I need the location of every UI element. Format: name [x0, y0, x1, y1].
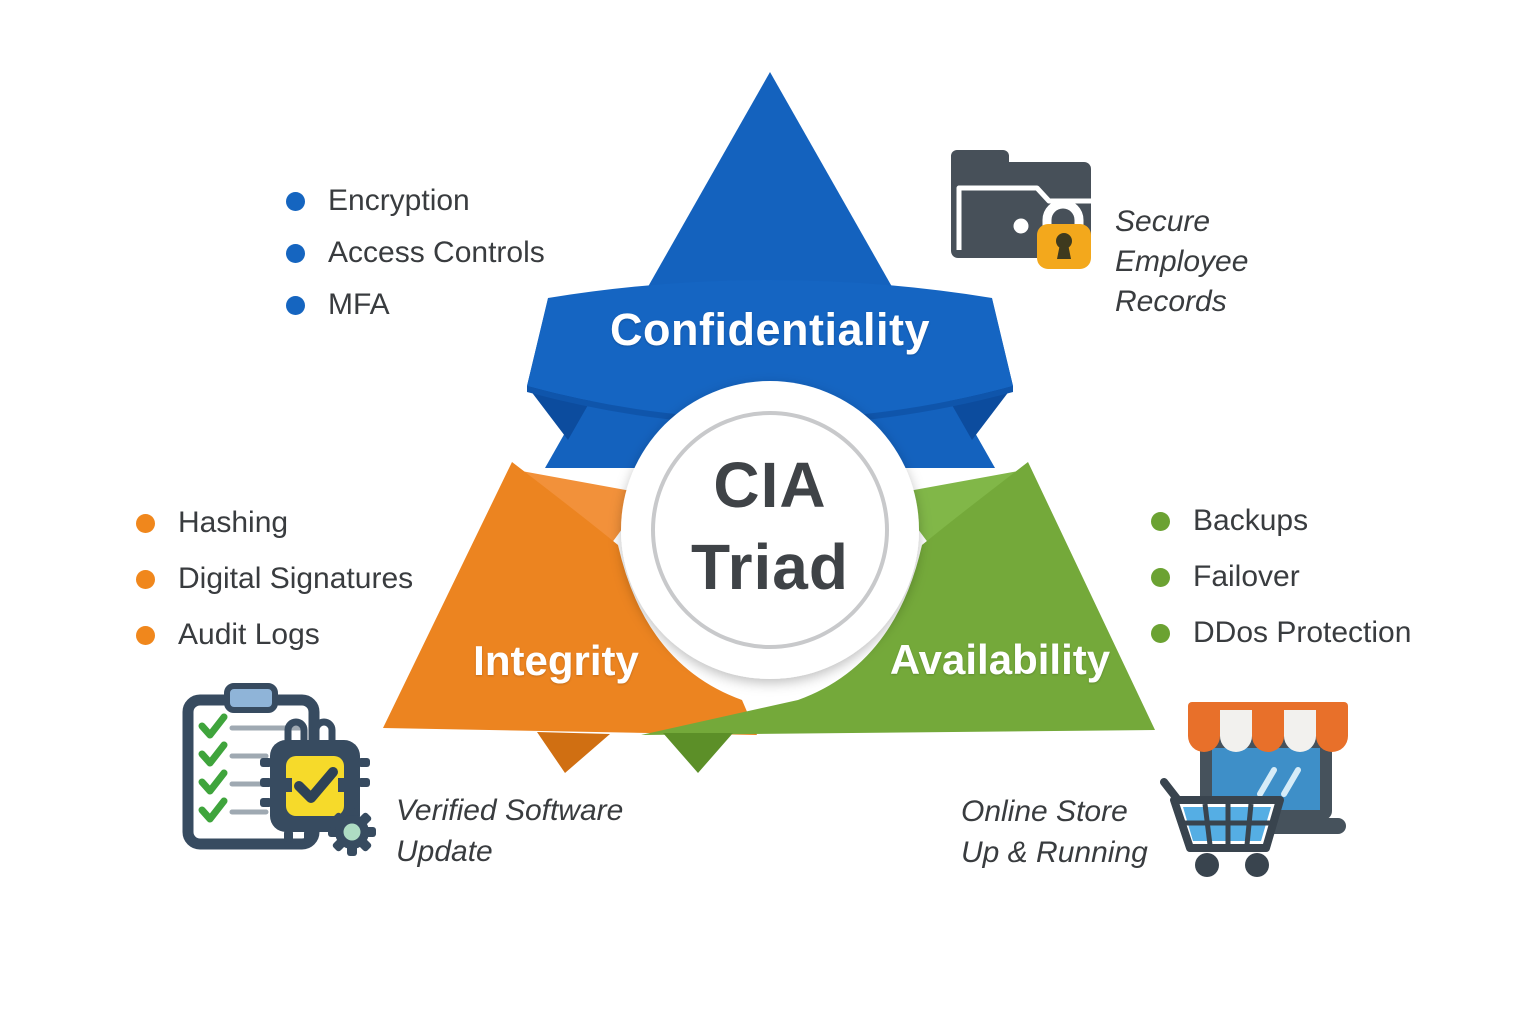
center-title-line1: CIA	[713, 449, 827, 522]
availability-list: Backups Failover DDos Protection	[1151, 493, 1411, 661]
label-integrity: Integrity	[473, 637, 639, 684]
bullet-icon	[136, 569, 155, 589]
folder-lock-icon	[951, 150, 1091, 269]
list-item: Hashing	[136, 495, 413, 551]
bullet-icon	[136, 513, 155, 533]
caption-line: Employee	[1115, 245, 1249, 278]
list-item: MFA	[286, 279, 545, 331]
caption-line: Records	[1115, 285, 1227, 318]
gear-icon	[328, 808, 376, 856]
chip-icon	[260, 718, 370, 842]
center-title-line2: Triad	[691, 531, 849, 603]
clipboard-chip-check-icon	[182, 683, 376, 856]
list-item: Audit Logs	[136, 607, 413, 663]
availability-shape	[641, 462, 1155, 773]
caption-secure-employee-records: Secure Employee Records	[1115, 202, 1248, 322]
caption-line: Verified Software	[396, 794, 624, 827]
list-item: Access Controls	[286, 227, 545, 279]
integrity-list: Hashing Digital Signatures Audit Logs	[136, 495, 413, 663]
bullet-icon	[1151, 623, 1170, 643]
lock-icon	[1037, 199, 1091, 269]
bullet-icon	[136, 625, 155, 645]
bullet-icon	[286, 191, 305, 211]
caption-line: Up & Running	[961, 836, 1148, 869]
center-title: CIA Triad	[691, 445, 849, 609]
confidentiality-ribbon	[527, 280, 1013, 440]
caption-online-store-up-running: Online Store Up & Running	[961, 791, 1148, 873]
list-item: Encryption	[286, 175, 545, 227]
bullet-icon	[286, 295, 305, 315]
awning-icon	[1188, 702, 1348, 752]
list-item: Failover	[1151, 549, 1411, 605]
list-item: DDos Protection	[1151, 605, 1411, 661]
shopping-cart-icon	[1160, 778, 1284, 877]
online-store-cart-icon	[1160, 702, 1348, 877]
caption-line: Secure	[1115, 205, 1211, 238]
caption-verified-software-update: Verified Software Update	[396, 790, 623, 872]
center-circle	[621, 381, 919, 679]
bullet-icon	[1151, 567, 1170, 587]
bullet-icon	[1151, 511, 1170, 531]
bullet-icon	[286, 243, 305, 263]
caption-line: Online Store	[961, 795, 1128, 828]
caption-line: Update	[396, 835, 493, 868]
list-item: Backups	[1151, 493, 1411, 549]
label-availability: Availability	[889, 636, 1111, 683]
integrity-shape	[383, 462, 757, 773]
label-confidentiality: Confidentiality	[610, 304, 930, 355]
list-item: Digital Signatures	[136, 551, 413, 607]
confidentiality-list: Encryption Access Controls MFA	[286, 175, 545, 331]
